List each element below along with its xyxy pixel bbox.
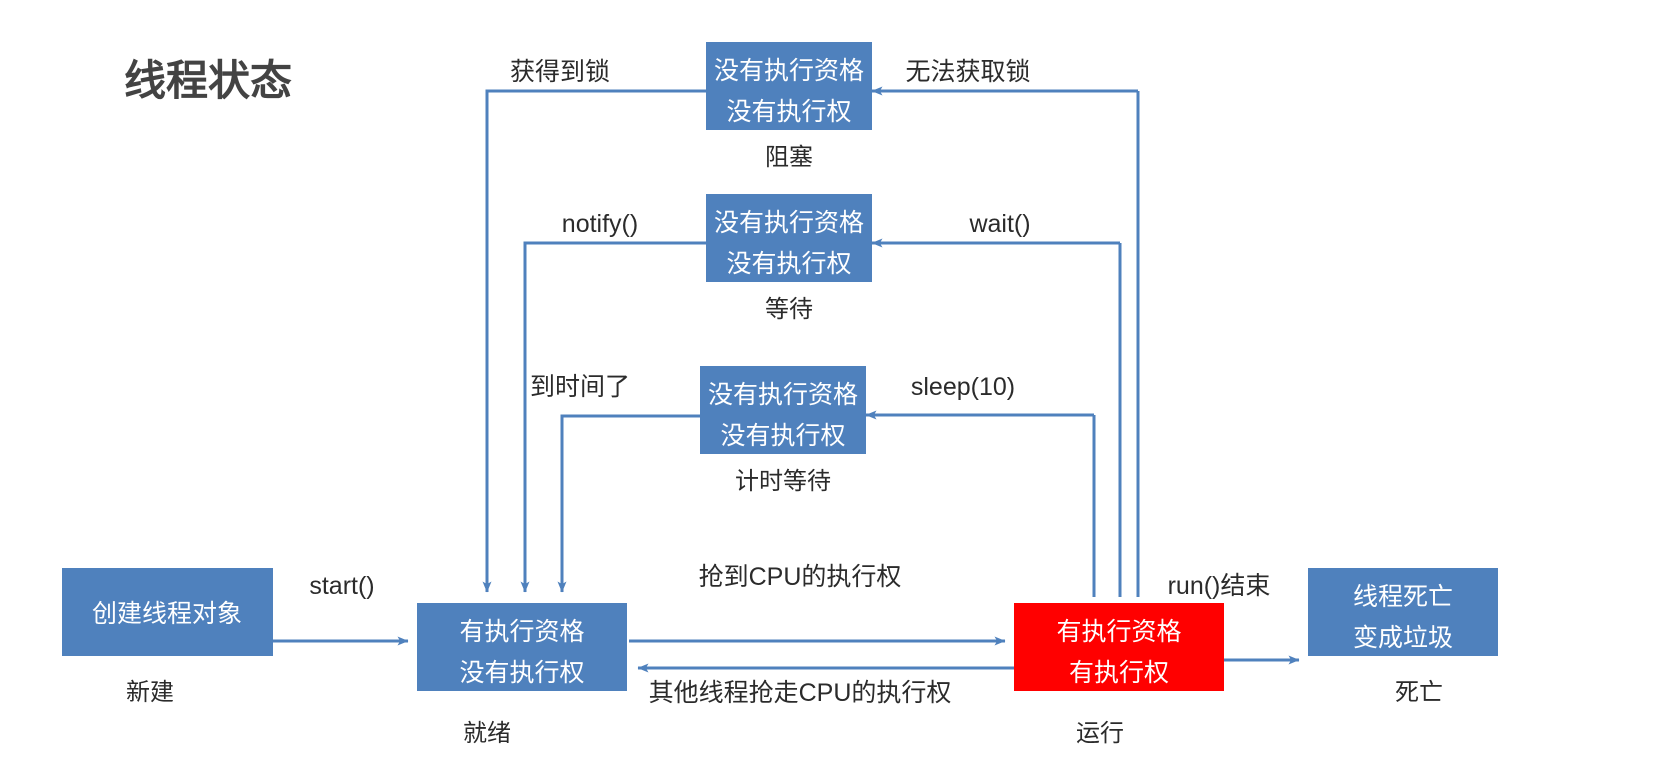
timed-waiting-state-caption: 计时等待: [735, 468, 831, 495]
blocked-state-line-1: 没有执行资格: [714, 57, 864, 85]
dead-state-caption: 死亡: [1395, 679, 1443, 706]
edge-label-time-up: 到时间了: [530, 373, 630, 401]
page-title: 线程状态: [124, 57, 292, 104]
edge-label-start: start(): [309, 572, 374, 600]
edge-label-sleep: sleep(10): [911, 373, 1015, 401]
ready-state-line-1: 有执行资格: [459, 618, 584, 646]
dead-state-box: [1308, 568, 1498, 656]
blocked-state-line-2: 没有执行权: [726, 98, 851, 126]
waiting-state-line-2: 没有执行权: [726, 250, 851, 278]
timed-waiting-state-line-2: 没有执行权: [720, 422, 845, 450]
blocked-state-box: [706, 42, 872, 130]
edge-label-acquire-lock: 获得到锁: [510, 58, 610, 86]
ready-state-line-2: 没有执行权: [459, 659, 584, 687]
waiting-state-line-1: 没有执行资格: [714, 209, 864, 237]
edge-blocked-to-ready: [482, 89, 706, 593]
running-state-line-2: 有执行权: [1069, 659, 1169, 687]
running-state-line-1: 有执行资格: [1056, 618, 1181, 646]
edge-label-wait: wait(): [968, 210, 1030, 238]
edge-waiting-to-ready: [520, 241, 706, 593]
ready-state-caption: 就绪: [463, 720, 511, 747]
edge-label-lose-cpu: 其他线程抢走CPU的执行权: [649, 679, 952, 707]
dead-state-line-1: 线程死亡: [1353, 583, 1453, 611]
running-state-caption: 运行: [1076, 720, 1124, 747]
waiting-state-box: [706, 194, 872, 282]
timed-waiting-state-box: [700, 366, 866, 454]
edge-label-cannot-acquire-lock: 无法获取锁: [905, 58, 1030, 86]
edge-timed-waiting-to-ready: [557, 414, 700, 593]
new-state-line-1: 创建线程对象: [92, 600, 242, 628]
new-state-box: [62, 568, 273, 656]
timed-waiting-state-line-1: 没有执行资格: [708, 381, 858, 409]
blocked-state-caption: 阻塞: [765, 144, 813, 171]
dead-state-line-2: 变成垃圾: [1353, 624, 1453, 652]
edge-label-notify: notify(): [562, 210, 638, 238]
edge-label-grab-cpu: 抢到CPU的执行权: [699, 563, 902, 591]
edge-label-run-end: run()结束: [1168, 572, 1271, 600]
new-state-caption: 新建: [126, 679, 174, 706]
running-state-box: [1014, 603, 1224, 691]
ready-state-box: [417, 603, 627, 691]
waiting-state-caption: 等待: [765, 296, 813, 323]
